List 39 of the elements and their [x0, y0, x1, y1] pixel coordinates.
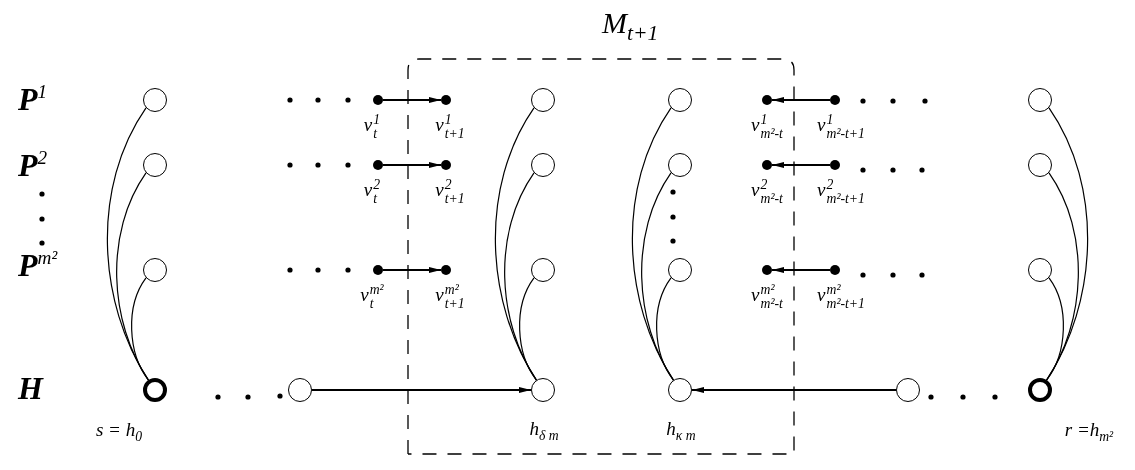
- region-title: M$_{t+1}$: [602, 8, 659, 45]
- vertex-label: s = h$_{0}$: [95, 420, 143, 444]
- connector-line: [131, 277, 149, 381]
- vertex-label: h$_{δ m}$: [529, 419, 559, 443]
- vertex-circle: [143, 88, 167, 112]
- arrow: [382, 267, 442, 273]
- connector-line: [1046, 172, 1079, 381]
- arrow: [382, 97, 442, 103]
- vertex-label: h$_{κ m}$: [666, 419, 696, 443]
- connector-line: [519, 277, 537, 381]
- vertex-circle: [1028, 153, 1052, 177]
- vertex-circle: [143, 258, 167, 282]
- vertex-label: r =h$_{m²}$: [1064, 420, 1114, 444]
- vertex-circle: [531, 88, 555, 112]
- connector-line: [1046, 277, 1064, 381]
- connector-line: [116, 172, 149, 381]
- row-label: P$^{m²}$: [18, 248, 58, 281]
- connector-line: [656, 277, 674, 381]
- arrow: [771, 267, 831, 273]
- vertex-circle: [668, 258, 692, 282]
- vertex-circle: [668, 88, 692, 112]
- arrow: [311, 387, 532, 393]
- row-label: H: [18, 372, 43, 404]
- row-label: P$^{1}$: [18, 82, 48, 115]
- row-label: P$^{2}$: [18, 148, 48, 181]
- arrow: [691, 387, 897, 393]
- vertex-circle: [1028, 258, 1052, 282]
- connector-line: [504, 172, 537, 381]
- vertex-circle: [1028, 88, 1052, 112]
- vertex-circle: [143, 153, 167, 177]
- vertex-circle: [531, 258, 555, 282]
- arrow: [771, 97, 831, 103]
- vertex-circle: [531, 153, 555, 177]
- vertex-circle: [668, 153, 692, 177]
- vertex-circle: [896, 378, 920, 402]
- vertex-circle: [288, 378, 312, 402]
- arrow: [382, 162, 442, 168]
- connector-line: [641, 172, 674, 381]
- arrow: [771, 162, 831, 168]
